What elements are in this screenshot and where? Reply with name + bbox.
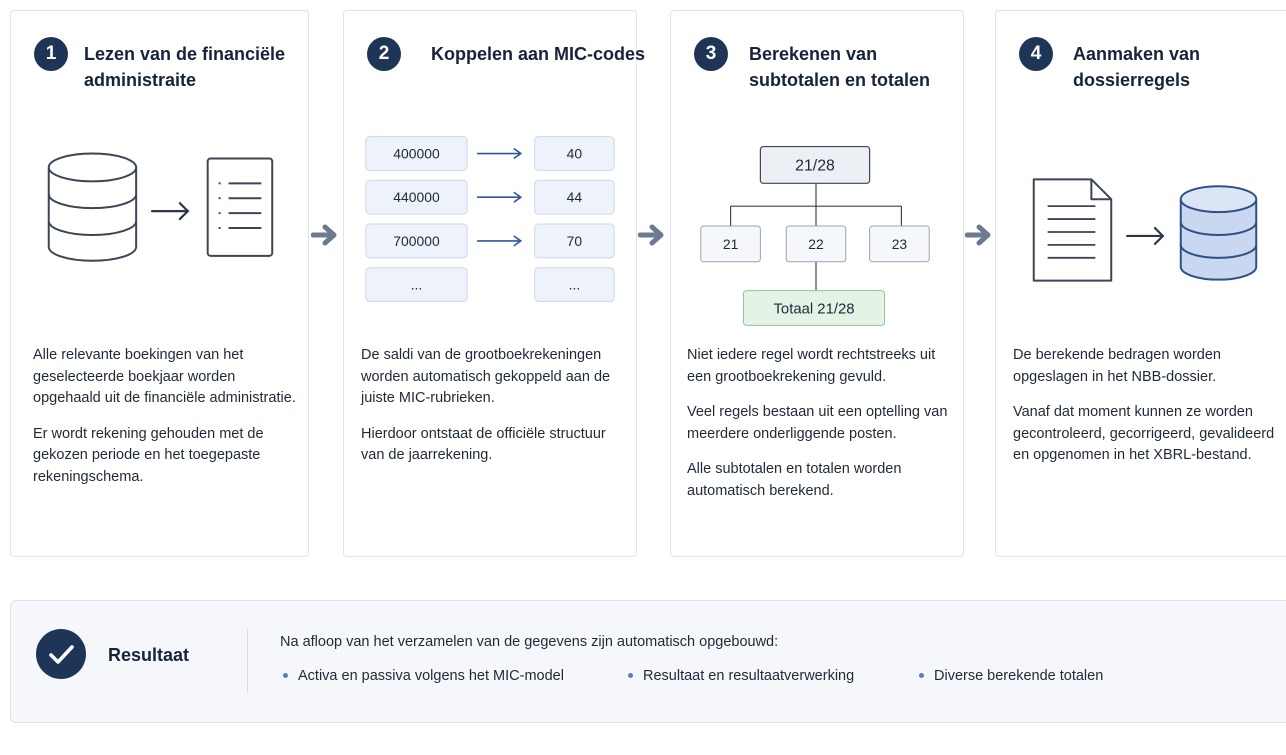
list-document-icon <box>206 157 274 257</box>
result-panel: Resultaat Na afloop van het verzamelen v… <box>10 600 1286 723</box>
tree-child-box <box>700 225 761 263</box>
result-list-item: Resultaat en resultaatverwerking <box>628 668 854 684</box>
result-intro: Na afloop van het verzamelen van de gege… <box>280 634 779 650</box>
tree-child-label: 23 <box>892 236 908 252</box>
result-item-label: Activa en passiva volgens het MIC-model <box>298 668 564 684</box>
flow-arrow-icon <box>638 224 664 246</box>
step-description: De berekende bedragen worden opgeslagen … <box>1013 345 1283 481</box>
mic-code: ... <box>569 277 581 293</box>
step-number-badge: 4 <box>1019 37 1053 71</box>
step-paragraph: De saldi van de grootboekrekeningen word… <box>361 347 611 406</box>
tree-child-label: 21 <box>723 236 739 252</box>
tree-total-label: Totaal 21/28 <box>773 301 854 317</box>
step-number-badge: 2 <box>367 37 401 71</box>
step-title: Lezen van de financiële administraite <box>84 44 286 90</box>
step-paragraph: De berekende bedragen worden opgeslagen … <box>1013 347 1221 385</box>
mapping-row: 700000 70 <box>365 223 615 259</box>
tree-child-label: 22 <box>808 236 824 252</box>
arrow-right-icon <box>150 202 190 221</box>
mapping-row: 400000 40 <box>365 136 615 171</box>
step-paragraph: Hierdoor ontstaat de officiële structuur… <box>361 425 606 464</box>
tree-root-box <box>759 145 871 184</box>
account-number: ... <box>411 277 423 293</box>
step-description: Niet iedere regel wordt rechtstreeks uit… <box>687 345 957 516</box>
tree-child-box <box>869 225 930 263</box>
account-number: 400000 <box>393 145 440 161</box>
mapping-row: 440000 44 <box>365 179 615 215</box>
mic-code: 44 <box>567 189 583 205</box>
tree-connectors <box>729 183 903 291</box>
arrow-right-icon <box>477 191 523 203</box>
bullet-icon <box>628 672 633 678</box>
step-title: Koppelen aan MIC-codes <box>431 44 646 64</box>
mic-mapping-illustration: 400000 40 440000 44 700000 <box>365 136 615 303</box>
flow-arrow-icon <box>311 224 337 246</box>
tree-root-label: 21/28 <box>795 157 835 174</box>
step-paragraph: Niet iedere regel wordt rechtstreeks uit… <box>687 347 936 385</box>
arrow-right-icon <box>1126 226 1165 246</box>
database-icon <box>47 152 138 262</box>
result-item-label: Diverse berekende totalen <box>934 668 1104 684</box>
tree-total-box <box>743 290 886 326</box>
result-list-item: Activa en passiva volgens het MIC-model <box>283 668 564 684</box>
step-card-2: 2 Koppelen aan MIC-codes 400000 40 44000… <box>343 10 645 557</box>
step-card-1: 1 Lezen van de financiële administraite … <box>10 10 309 557</box>
result-item-label: Resultaat en resultaatverwerking <box>643 668 855 684</box>
document-icon <box>1032 178 1113 282</box>
tree-child-box <box>785 225 847 263</box>
arrow-right-icon <box>477 147 523 160</box>
step-description: De saldi van de grootboekrekeningen word… <box>361 345 631 481</box>
step-paragraph: Alle subtotalen en totalen worden automa… <box>687 461 902 499</box>
step-paragraph: Veel regels bestaan uit een optelling va… <box>687 404 948 442</box>
step-card-3: 3 Berekenen van subtotalen en totalen 21… <box>670 10 964 557</box>
mic-code: 70 <box>567 233 583 249</box>
step-paragraph: Alle relevante boekingen van het geselec… <box>33 347 296 406</box>
arrow-right-icon <box>477 235 523 247</box>
step-description: Alle relevante boekingen van het geselec… <box>33 345 303 502</box>
bullet-icon <box>919 672 924 678</box>
bullet-icon <box>283 672 288 678</box>
step-card-4: 4 Aanmaken van dossierregels De berekend <box>995 10 1286 557</box>
checkmark-icon <box>36 629 86 679</box>
mic-code: 40 <box>567 145 583 161</box>
database-to-document-illustration <box>47 152 274 262</box>
step-number-badge: 3 <box>694 37 728 71</box>
step-number-badge: 1 <box>34 37 68 71</box>
totals-tree-illustration: 21/28 21 22 23 Totaal 21/28 <box>700 145 930 326</box>
step-title: Berekenen van subtotalen en totalen <box>749 44 931 90</box>
step-title: Aanmaken van dossierregels <box>1073 44 1201 90</box>
account-number: 700000 <box>393 233 440 249</box>
flow-arrow-icon <box>965 224 991 246</box>
result-divider <box>247 629 248 693</box>
result-title: Resultaat <box>108 645 190 665</box>
account-number: 440000 <box>393 189 440 205</box>
document-to-database-illustration <box>1032 178 1258 282</box>
result-list-item: Diverse berekende totalen <box>919 668 1103 684</box>
database-icon <box>1179 185 1258 281</box>
step-paragraph: Vanaf dat moment kunnen ze worden gecont… <box>1013 404 1275 463</box>
step-paragraph: Er wordt rekening gehouden met de gekoze… <box>33 425 264 485</box>
mapping-row: ... ... <box>365 267 615 303</box>
